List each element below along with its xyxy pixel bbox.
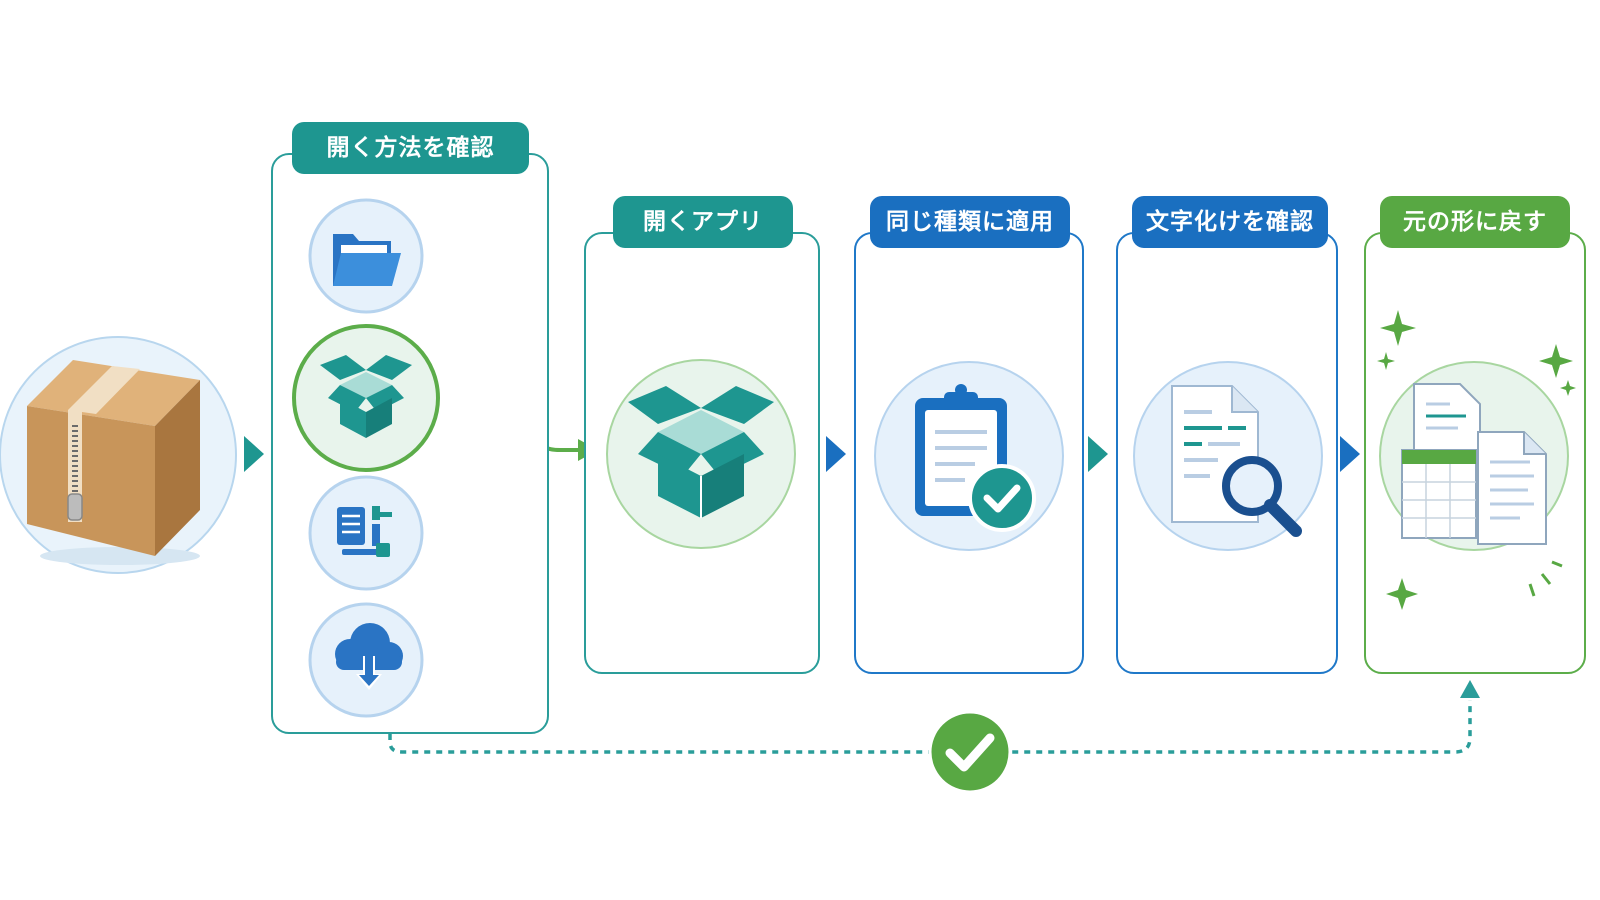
sparkle-icon [1380, 310, 1416, 346]
sparkle-icon [1386, 578, 1418, 610]
sparkle-icon [1539, 344, 1573, 378]
zip-box-icon [0, 336, 237, 574]
step-arrow-2 [826, 436, 846, 472]
folder-icon [308, 198, 424, 314]
clipboard-check-icon [874, 361, 1064, 551]
step-tag-open-app: 開くアプリ [613, 196, 793, 248]
sparkle-icon [1377, 352, 1395, 370]
step-tag-check-method: 開く方法を確認 [292, 122, 529, 174]
step-arrow-1 [244, 436, 264, 472]
sparkle-icon [1560, 380, 1576, 396]
step-tag-apply-same-type: 同じ種類に適用 [870, 196, 1070, 248]
step-arrow-4 [1340, 436, 1360, 472]
confirm-return-arrowhead [1460, 680, 1480, 698]
restored-files-icon [1377, 310, 1576, 610]
step-arrow-3 [1088, 436, 1108, 472]
document-search-icon [1133, 361, 1323, 551]
check-circle-icon [928, 710, 1012, 794]
file-compress-icon [308, 475, 424, 591]
open-box-icon [606, 359, 796, 549]
step-tag-check-garbled: 文字化けを確認 [1132, 196, 1328, 248]
step-tag-restore-original: 元の形に戻す [1380, 196, 1570, 248]
cloud-download-icon [308, 602, 424, 718]
open-box-icon [292, 324, 440, 472]
